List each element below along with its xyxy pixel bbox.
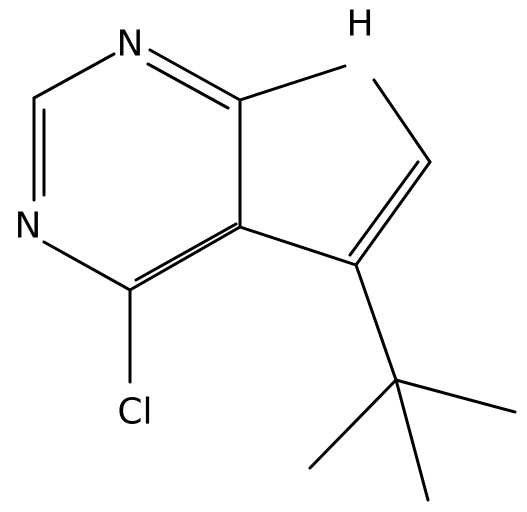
- bond-cq-me1: [308, 378, 398, 470]
- bond-c7a-n7: [238, 64, 347, 102]
- atom-label-n1: N: [117, 24, 144, 65]
- bond-c6-c5-inner: [348, 160, 420, 257]
- bond-c7a-n1: [148, 48, 242, 102]
- bond-c7a-n1-inner: [146, 62, 230, 110]
- bond-n7-c6: [372, 78, 432, 164]
- atom-label-nh-hydrogen: H: [346, 4, 373, 45]
- bond-c4-c4a-inner: [134, 222, 238, 282]
- bond-c4-c4a: [128, 225, 242, 292]
- bond-n1-c2: [32, 52, 116, 100]
- bond-cq-me3: [394, 378, 430, 502]
- atom-label-n3: N: [15, 206, 42, 247]
- atom-label-chlorine: Cl: [117, 392, 152, 433]
- bond-cq-me2: [394, 378, 517, 414]
- bond-c5-c4a: [238, 225, 358, 267]
- bond-n3-c4: [42, 240, 132, 292]
- bond-c6-c5: [354, 160, 432, 267]
- bond-c5-cq: [354, 263, 398, 382]
